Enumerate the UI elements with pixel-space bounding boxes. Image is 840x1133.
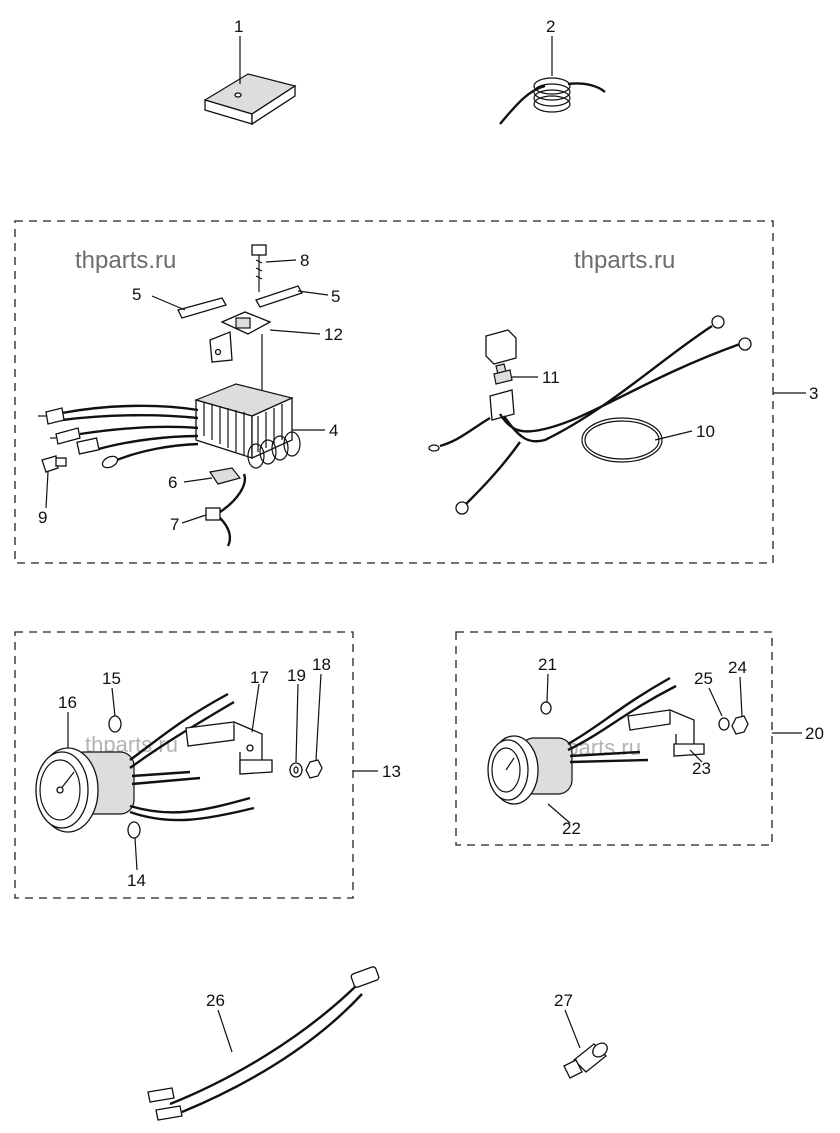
part-26-cable (147, 966, 380, 1121)
callout-10: 10 (696, 422, 715, 441)
part-25-washer-right (718, 717, 730, 731)
callout-20: 20 (805, 724, 824, 743)
part-10-harness (428, 315, 752, 515)
callout-14: 14 (127, 871, 146, 890)
part-24-nut-right (731, 715, 749, 735)
leader-lines (45, 36, 806, 1053)
callout-7: 7 (170, 515, 179, 534)
callout-17: 17 (250, 668, 269, 687)
watermark-left: thparts.ru (75, 247, 176, 274)
callout-18: 18 (312, 655, 331, 674)
watermark-right: thparts.ru (574, 247, 675, 274)
part-16-gauge-left (35, 692, 255, 839)
part-19-washer-left (289, 762, 303, 778)
group-box-20 (455, 631, 773, 846)
callout-8: 8 (300, 251, 309, 270)
part-2-coil (499, 77, 606, 125)
callout-1: 1 (234, 17, 243, 36)
callout-6: 6 (168, 473, 177, 492)
callout-5-left: 5 (132, 285, 141, 304)
part-17-bracket-left (185, 721, 273, 775)
callout-3: 3 (809, 384, 818, 403)
callout-25: 25 (694, 669, 713, 688)
part-27-fitting (563, 1042, 608, 1079)
callout-9: 9 (38, 508, 47, 527)
group-box-3 (14, 220, 774, 564)
callout-11: 11 (542, 368, 560, 387)
group-box-13 (14, 631, 354, 899)
callout-13: 13 (382, 762, 401, 781)
part-1-pad (203, 73, 297, 126)
callout-12: 12 (324, 325, 343, 344)
part-5-strip-right (255, 285, 303, 308)
part-6-cap (208, 467, 242, 485)
callout-23: 23 (692, 759, 711, 778)
part-11-relay (485, 329, 517, 421)
callout-15: 15 (102, 669, 121, 688)
callout-19: 19 (287, 666, 306, 685)
part-4-rectifier (38, 383, 301, 469)
callout-24: 24 (728, 658, 747, 677)
callout-2: 2 (546, 17, 555, 36)
callout-16: 16 (58, 693, 77, 712)
callout-26: 26 (206, 991, 225, 1010)
part-7-tie (205, 473, 247, 547)
part-23-bracket-right (627, 709, 705, 757)
part-22-gauge-right (487, 676, 677, 805)
callout-4: 4 (329, 421, 338, 440)
part-8-bolt (251, 244, 267, 292)
callout-22: 22 (562, 819, 581, 838)
part-5-strip-left (177, 297, 227, 319)
part-12-bracket (209, 311, 272, 390)
callout-21: 21 (538, 655, 557, 674)
callout-27: 27 (554, 991, 573, 1010)
callout-5-right: 5 (331, 287, 340, 306)
part-9-cap (41, 455, 67, 473)
part-18-nut-left (305, 759, 323, 779)
